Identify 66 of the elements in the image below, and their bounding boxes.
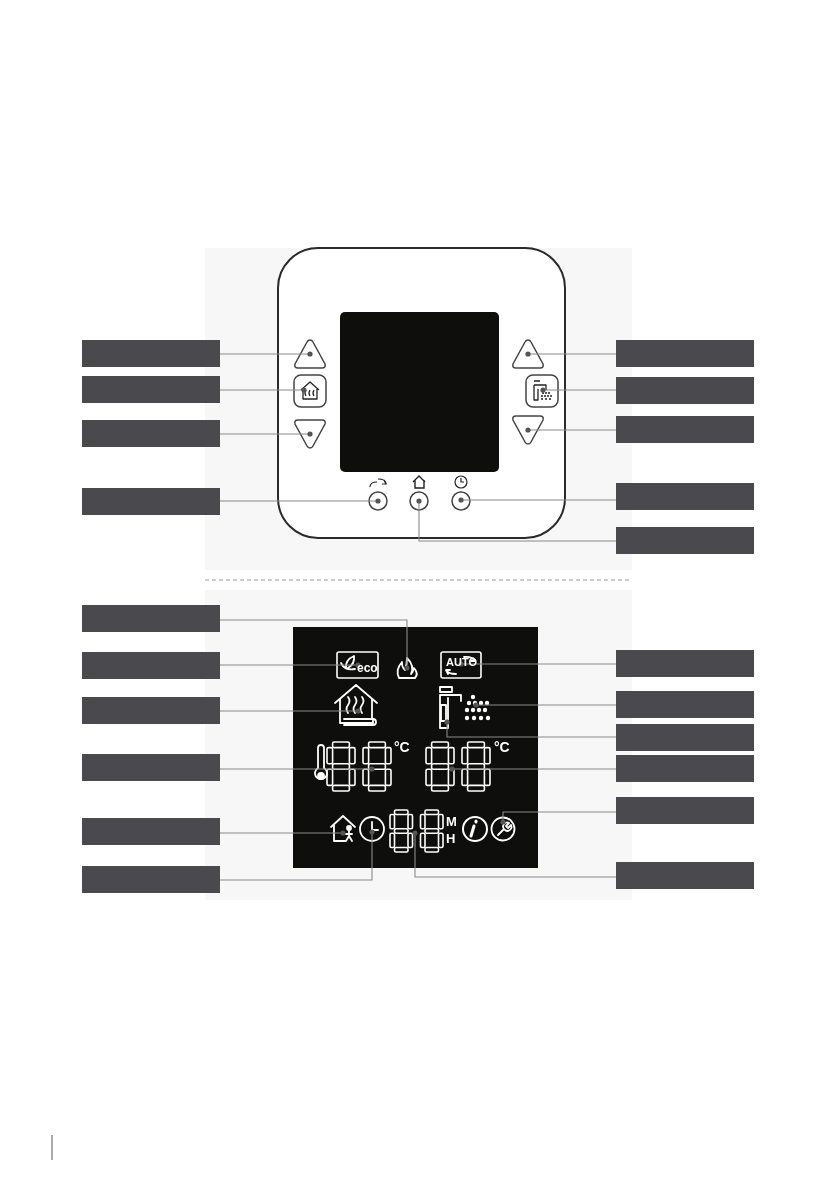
round-button	[368, 491, 388, 511]
leader-line	[525, 351, 617, 357]
up-arrow-button	[293, 338, 327, 370]
heating-button	[293, 374, 327, 408]
label-bar	[616, 691, 754, 718]
leader-line	[219, 351, 313, 357]
label-bar	[616, 483, 754, 510]
round-button	[409, 491, 429, 511]
seven-segment-display	[389, 808, 444, 853]
leader-line	[458, 661, 617, 667]
leader-line	[219, 708, 361, 714]
wrench-icon	[490, 816, 516, 842]
label-bar	[82, 818, 220, 845]
label-bar	[82, 376, 220, 403]
hot-water-button	[525, 374, 559, 408]
leader-line	[500, 811, 617, 825]
leader-line	[525, 427, 617, 433]
down-arrow-button	[293, 418, 327, 450]
label-bar	[82, 605, 220, 632]
seven-segment-display	[425, 740, 491, 792]
label-bar	[82, 488, 220, 515]
leader-line	[219, 766, 375, 772]
up-arrow-button	[511, 338, 545, 370]
clock-icon	[358, 815, 386, 843]
unit-label: °C	[494, 740, 510, 754]
leader-line	[412, 830, 617, 878]
leader-line	[219, 431, 313, 437]
label-bar	[82, 754, 220, 781]
label-bar	[82, 340, 220, 367]
down-arrow-button	[511, 414, 545, 446]
label-bar	[616, 650, 754, 677]
unit-label: °C	[394, 740, 410, 754]
leader-line	[416, 498, 617, 542]
round-button	[451, 491, 471, 511]
label-bar	[616, 862, 754, 889]
label-bar	[616, 527, 754, 554]
label-bar	[616, 755, 754, 782]
leader-line	[219, 830, 346, 836]
label-bar	[616, 340, 754, 367]
label-bar	[616, 377, 754, 404]
leader-line	[458, 497, 617, 503]
leader-line	[219, 387, 307, 393]
leader-line	[444, 719, 617, 738]
auto-mode-icon	[440, 651, 482, 679]
label-bar	[82, 697, 220, 724]
label-bar	[616, 416, 754, 443]
icon-text: eco	[357, 662, 378, 674]
seven-segment-display	[326, 740, 392, 792]
label-bar	[616, 797, 754, 824]
leader-line	[473, 702, 617, 708]
home-person-icon	[329, 813, 357, 843]
unit-label: H	[446, 832, 456, 845]
leader-line	[219, 619, 410, 671]
label-bar	[82, 866, 220, 893]
leader-line	[449, 766, 617, 772]
label-bar	[616, 724, 754, 751]
leader-line	[219, 498, 381, 504]
label-bar	[82, 420, 220, 447]
label-bar	[82, 652, 220, 679]
icon-text: AUTO	[446, 657, 477, 668]
eco-leaf-icon	[336, 651, 379, 679]
tap-icon	[437, 683, 463, 731]
leader-line	[540, 387, 617, 393]
unit-label: M	[446, 815, 457, 828]
leader-line	[219, 829, 375, 881]
leader-line	[219, 662, 361, 668]
